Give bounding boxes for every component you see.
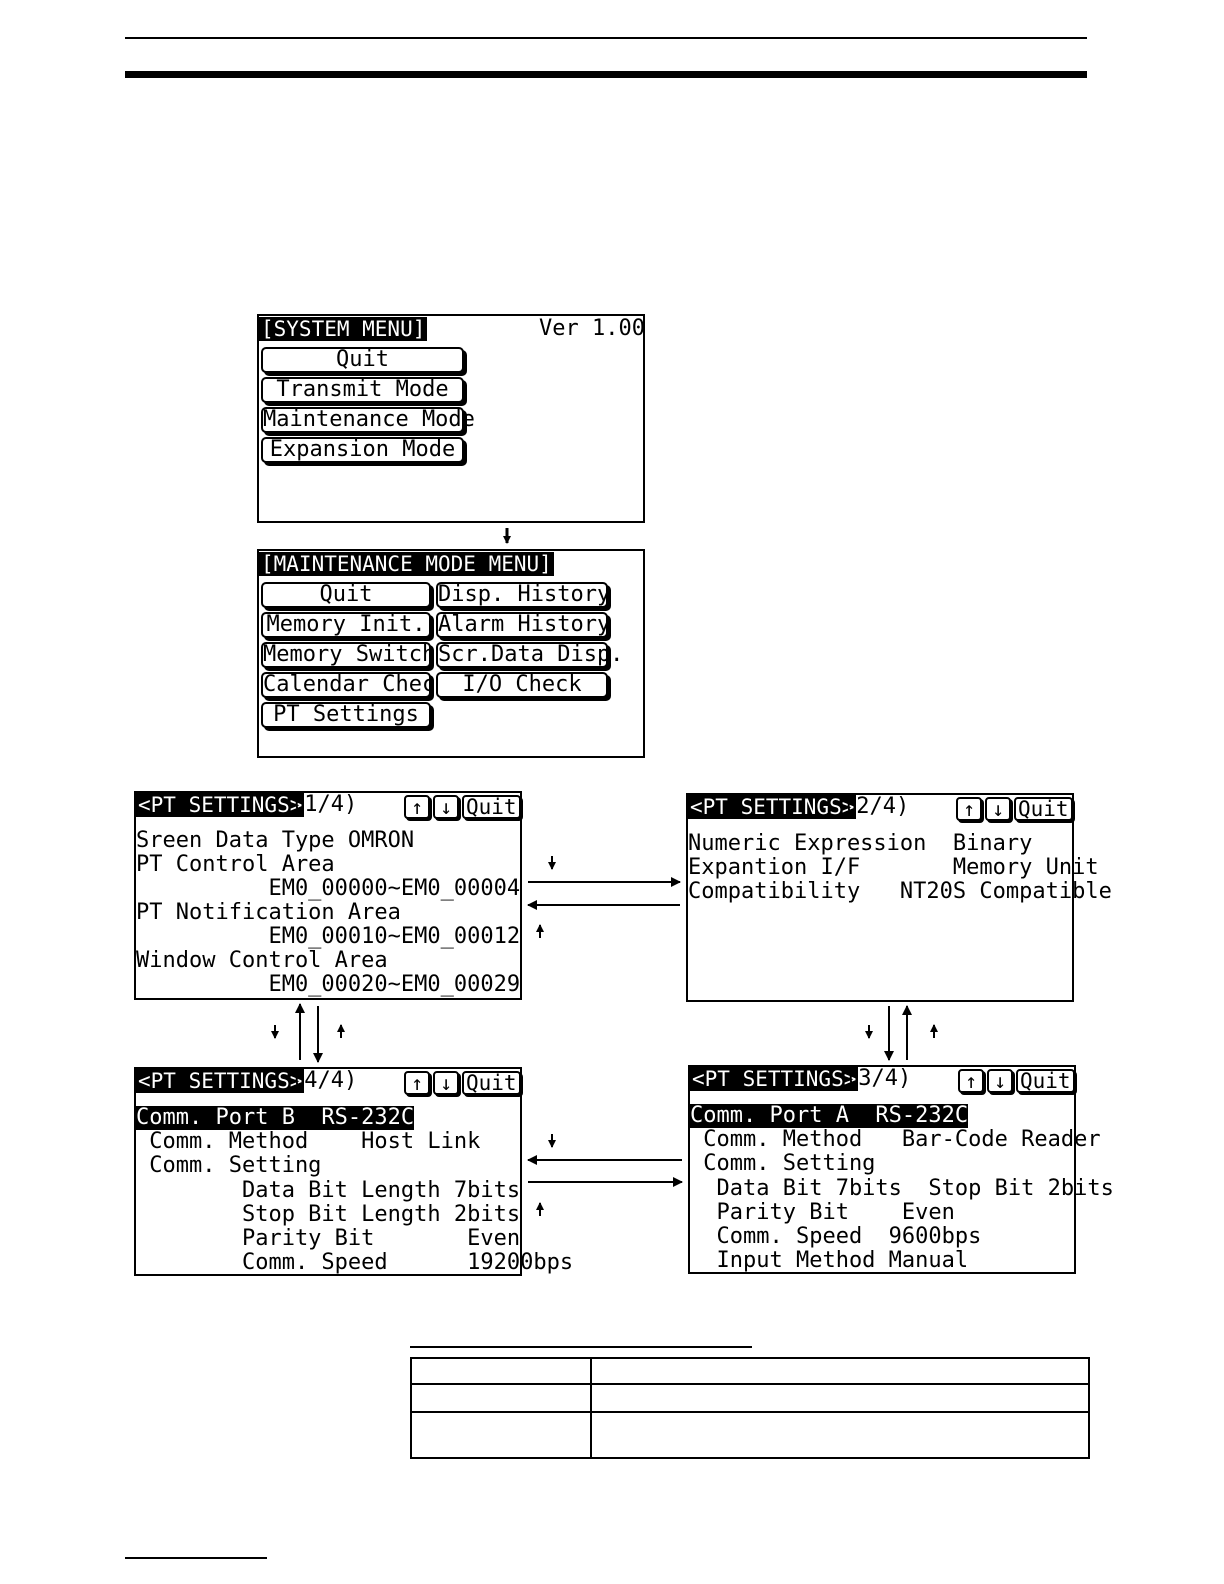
pt-settings-page-1: <PT SETTINGS> (1/4) ↑ ↓ Quit Sreen Data … [134, 791, 522, 1000]
table-cell [410, 1411, 592, 1459]
table-cell [590, 1411, 1090, 1459]
system-menu-screen: [SYSTEM MENU] Ver 1.00 Quit Transmit Mod… [257, 314, 645, 523]
pt1-line: PT Notification Area [136, 900, 401, 925]
maintenance-mode-button[interactable]: Maintenance Mode [261, 407, 475, 433]
pt4-line: Comm. Setting [136, 1153, 322, 1178]
down-arrow-icon [865, 1006, 894, 1061]
table-cell [590, 1357, 1090, 1385]
pt1-line: EM0_00000~EM0_00004 [136, 876, 521, 901]
pt1-title: <PT SETTINGS> [136, 793, 305, 817]
table-cell [410, 1383, 592, 1413]
pt4-line: Parity Bit Even [136, 1226, 521, 1251]
right-arrow-icon [528, 856, 681, 887]
pt3-page-indicator: (3/4) [845, 1066, 912, 1091]
pt4-line: Comm. Speed 19200bps [136, 1250, 574, 1275]
pt1-nav: ↑ ↓ Quit [404, 795, 521, 821]
maintenance-menu-screen: [MAINTENANCE MODE MENU] Quit Disp. Histo… [257, 549, 645, 758]
pt4-nav: ↑ ↓ Quit [404, 1071, 521, 1097]
pt1-page-indicator: (1/4) [291, 792, 358, 817]
memory-switch-button[interactable]: Memory Switch [261, 642, 436, 668]
maintenance-menu-title: [MAINTENANCE MODE MENU] [259, 552, 554, 576]
pt4-page-indicator: (4/4) [291, 1068, 358, 1093]
table-row [410, 1411, 1090, 1459]
pt3-title: <PT SETTINGS> [690, 1067, 859, 1091]
pt-settings-page-4: <PT SETTINGS> (4/4) ↑ ↓ Quit Comm. Port … [134, 1067, 573, 1276]
quit-button[interactable]: Quit [261, 347, 464, 373]
pt3-quit-button[interactable]: Quit [1016, 1069, 1075, 1093]
memory-init-button[interactable]: Memory Init. [261, 612, 431, 638]
alarm-history-button[interactable]: Alarm History [436, 612, 611, 638]
pt1-line: Window Control Area [136, 948, 388, 973]
up-arrow-icon[interactable]: ↑ [956, 797, 982, 821]
pt1-line: PT Control Area [136, 852, 335, 877]
pt2-title: <PT SETTINGS> [688, 795, 857, 819]
pt3-line: Data Bit 7bits Stop Bit 2bits [690, 1176, 1114, 1201]
down-arrow-icon[interactable]: ↓ [985, 797, 1011, 821]
scr-data-disp-button[interactable]: Scr.Data Disp. [436, 642, 624, 668]
pt1-line: Sreen Data Type OMRON [136, 828, 415, 853]
disp-history-button[interactable]: Disp. History [436, 582, 611, 608]
up-arrow-icon[interactable]: ↑ [958, 1069, 984, 1093]
pt-settings-button[interactable]: PT Settings [261, 702, 431, 728]
table-cell [590, 1383, 1090, 1413]
pt2-line: Expantion I/F Memory Unit [688, 855, 1099, 880]
up-arrow-icon [295, 1003, 345, 1060]
up-arrow-icon[interactable]: ↑ [404, 795, 430, 819]
pt1-quit-button[interactable]: Quit [462, 795, 521, 819]
pt1-line: EM0_00010~EM0_00012 [136, 924, 521, 949]
table-caption-rule [410, 1346, 752, 1348]
pt3-line: Input Method Manual [690, 1248, 969, 1273]
header-rule-thin [125, 37, 1087, 39]
left-arrow-icon [527, 900, 680, 938]
down-arrow-icon[interactable]: ↓ [987, 1069, 1013, 1093]
version-label: Ver 1.00 [539, 316, 645, 341]
transmit-mode-button[interactable]: Transmit Mode [261, 377, 464, 403]
pt2-line: Compatibility NT20S Compatible [688, 879, 1112, 904]
pt3-line: Comm. Setting [690, 1151, 876, 1176]
pt3-line: Parity Bit Even [690, 1200, 955, 1225]
pt3-line: Comm. Speed 9600bps [690, 1224, 982, 1249]
down-arrow-icon[interactable]: ↓ [433, 795, 459, 819]
right-arrow-icon [528, 1177, 683, 1216]
pt4-line: Data Bit Length 7bits [136, 1178, 521, 1203]
expansion-mode-button[interactable]: Expansion Mode [261, 437, 464, 463]
pt4-line: Stop Bit Length 2bits [136, 1202, 521, 1227]
header-rule-thick [125, 71, 1087, 78]
io-check-button[interactable]: I/O Check [436, 672, 608, 698]
pt4-quit-button[interactable]: Quit [462, 1071, 521, 1095]
footer-rule [125, 1557, 267, 1559]
pt1-line: EM0_00020~EM0_00029 [136, 972, 521, 997]
down-arrow-icon [271, 1006, 323, 1063]
pt3-line: Comm. Method Bar-Code Reader [690, 1127, 1101, 1152]
pt-settings-page-2: <PT SETTINGS> (2/4) ↑ ↓ Quit Numeric Exp… [686, 793, 1112, 1002]
pt4-selected-port[interactable]: Comm. Port B RS-232C [136, 1105, 415, 1130]
settings-table [410, 1357, 1090, 1459]
system-menu-title: [SYSTEM MENU] [259, 317, 428, 341]
pt3-selected-port[interactable]: Comm. Port A RS-232C [690, 1103, 969, 1128]
pt2-nav: ↑ ↓ Quit [956, 797, 1073, 823]
pt4-line: Comm. Method Host Link [136, 1129, 481, 1154]
maint-quit-button[interactable]: Quit [261, 582, 431, 608]
pt3-nav: ↑ ↓ Quit [958, 1069, 1075, 1095]
calendar-check-button[interactable]: Calendar Check [261, 672, 449, 698]
left-arrow-icon [527, 1134, 682, 1165]
table-row [410, 1383, 1090, 1413]
pt-settings-page-3: <PT SETTINGS> (3/4) ↑ ↓ Quit Comm. Port … [688, 1065, 1114, 1274]
table-row [410, 1357, 1090, 1385]
pt2-quit-button[interactable]: Quit [1014, 797, 1073, 821]
pt2-page-indicator: (2/4) [843, 794, 910, 819]
down-arrow-icon[interactable]: ↓ [433, 1071, 459, 1095]
up-arrow-icon [902, 1005, 938, 1060]
up-arrow-icon[interactable]: ↑ [404, 1071, 430, 1095]
pt4-title: <PT SETTINGS> [136, 1069, 305, 1093]
pt2-line: Numeric Expression Binary [688, 831, 1033, 856]
table-cell [410, 1357, 592, 1385]
